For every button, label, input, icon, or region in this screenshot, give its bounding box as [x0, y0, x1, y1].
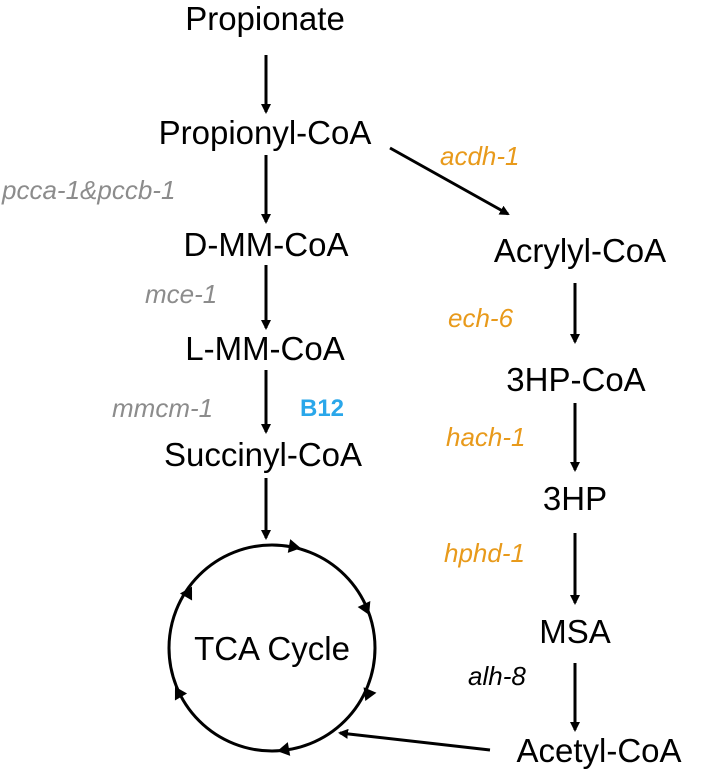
node-succinyl-coa: Succinyl-CoA: [164, 436, 362, 473]
node-d-mm-coa: D-MM-CoA: [184, 226, 349, 263]
tca-cycle-ring: [167, 543, 377, 753]
tca-cycle-direction-arrowheads: [174, 539, 377, 756]
cofactor-b12: B12: [300, 395, 344, 422]
node-msa: MSA: [539, 613, 611, 650]
enzyme-alh: alh-8: [468, 661, 526, 691]
node-acrylyl-coa: Acrylyl-CoA: [494, 232, 666, 269]
enzyme-ech: ech-6: [448, 303, 514, 333]
enzyme-acdh: acdh-1: [440, 141, 520, 171]
enzyme-hphd: hphd-1: [444, 538, 525, 568]
node-l-mm-coa: L-MM-CoA: [185, 330, 345, 367]
enzyme-mce: mce-1: [145, 279, 217, 309]
arrow-acetyl-coa-to-tca: [338, 728, 491, 752]
node-3hp: 3HP: [543, 480, 607, 517]
enzyme-pcca-pccb: pcca-1&pccb-1: [1, 175, 175, 205]
enzyme-mmcm: mmcm-1: [112, 393, 213, 423]
node-propionate: Propionate: [185, 0, 345, 37]
node-propionyl-coa: Propionyl-CoA: [159, 114, 372, 151]
node-tca-cycle: TCA Cycle: [194, 630, 350, 667]
arrow-propionyl-coa-to-acrylyl-coa: [389, 146, 510, 216]
enzyme-hach: hach-1: [446, 422, 526, 452]
node-acetyl-coa: Acetyl-CoA: [516, 732, 681, 769]
node-3hp-coa: 3HP-CoA: [506, 361, 645, 398]
